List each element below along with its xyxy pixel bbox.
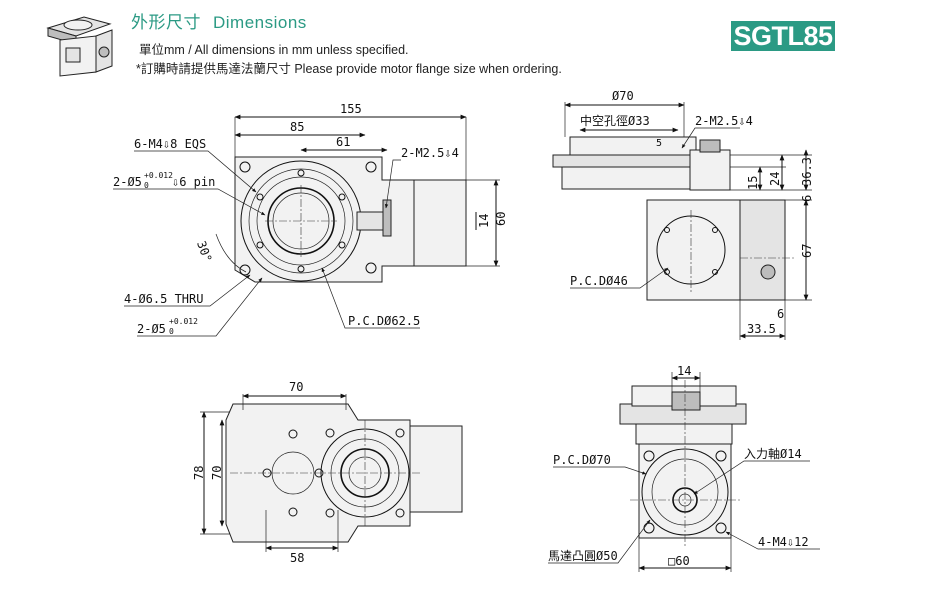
label-pin-tol-up: +0.012 — [144, 171, 173, 180]
label-input-shaft: 入力軸Ø14 — [744, 447, 802, 461]
label-pin2-hole: 2-Ø5 — [137, 322, 166, 336]
dim-5: 5 — [656, 138, 662, 149]
dim-15: 15 — [746, 176, 760, 190]
dim-78: 78 — [192, 466, 206, 480]
dim-33-5: 33.5 — [747, 322, 776, 336]
label-boss: 馬達凸圓Ø50 — [548, 549, 618, 563]
label-m25-top: 2-M2.5⇩4 — [401, 146, 459, 160]
label-eqs: 6-M4⇩8 EQS — [134, 137, 206, 151]
label-pin-tol-dn: 0 — [144, 181, 149, 190]
motor-flange-stub — [413, 179, 467, 267]
title-en: Dimensions — [213, 13, 307, 32]
title-cn: 外形尺寸 — [131, 13, 201, 32]
dim-85: 85 — [290, 120, 304, 134]
dim-36-3: 36.3 — [800, 157, 814, 186]
dim-6a: 6 — [800, 195, 814, 202]
dim-14: 14 — [477, 214, 491, 228]
dim-phi70: Ø70 — [612, 89, 634, 103]
label-hollow: 中空孔徑Ø33 — [580, 113, 650, 128]
label-pcd-front: P.C.DØ70 — [553, 453, 611, 467]
bottom-view: 70 78 70 58 — [192, 380, 463, 565]
label-pin-depth: ⇩6 pin — [172, 175, 215, 189]
section-title: 外形尺寸 Dimensions — [131, 8, 307, 33]
dim-61: 61 — [336, 135, 350, 149]
top-view: 155 85 61 60 14 6-M4⇩8 EQS 2-M2.5⇩4 2-Ø5… — [113, 102, 508, 337]
dim-70-vertical: 70 — [210, 466, 224, 480]
front-view: 14 P.C.DØ70 入力軸Ø14 4-M4⇩12 馬達凸圓Ø50 □60 — [548, 364, 820, 572]
side-view: Ø70 中空孔徑Ø33 2-M2.5⇩4 5 15 24 36.3 6 67 6… — [552, 89, 814, 340]
dim-60: 60 — [494, 212, 508, 226]
dim-14-front: 14 — [677, 364, 691, 378]
label-pin2-tol-dn: 0 — [169, 327, 174, 336]
label-pcd-side: P.C.DØ46 — [570, 274, 628, 288]
label-angle: 30° — [194, 239, 215, 264]
dim-67: 67 — [800, 244, 814, 258]
label-m4: 4-M4⇩12 — [758, 535, 809, 549]
product-thumbnail — [46, 16, 113, 77]
label-pin2-tol-up: +0.012 — [169, 317, 198, 326]
order-note: *訂購時請提供馬達法蘭尺寸 Please provide motor flang… — [136, 62, 562, 76]
model-badge: SGTL85 — [731, 21, 835, 51]
label-pin-hole: 2-Ø5 — [113, 175, 142, 189]
dim-6b: 6 — [777, 307, 784, 321]
dim-58: 58 — [290, 551, 304, 565]
dim-square-60: □60 — [668, 554, 690, 568]
label-thru: 4-Ø6.5 THRU — [124, 292, 203, 306]
dim-155: 155 — [340, 102, 362, 116]
dim-24: 24 — [768, 172, 782, 186]
dim-70-bottom: 70 — [289, 380, 303, 394]
label-pcd-top: P.C.DØ62.5 — [348, 314, 420, 328]
label-m25-side: 2-M2.5⇩4 — [695, 114, 753, 128]
unit-note: 單位mm / All dimensions in mm unless speci… — [139, 43, 409, 57]
